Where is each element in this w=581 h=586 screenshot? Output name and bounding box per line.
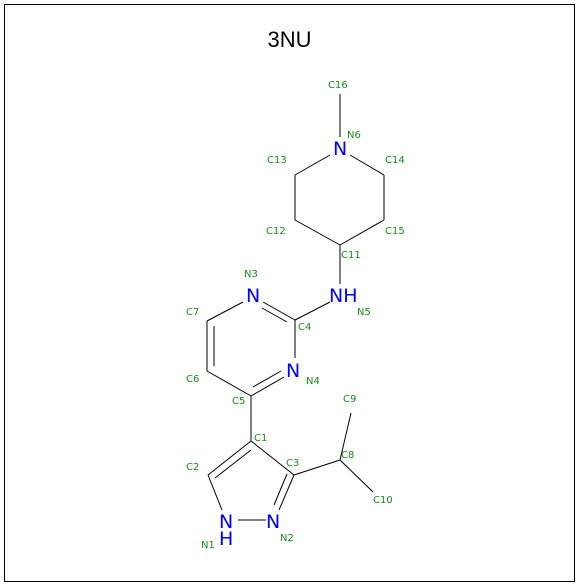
atom-n6: N [333,138,347,160]
label-c7: C7 [186,307,199,318]
bond-c4-n3 [262,301,296,321]
label-c11: C11 [341,250,361,261]
bond-c2-n1 [207,474,223,511]
bond-c12-c11 [294,219,341,246]
atom-n4: N [286,360,300,382]
bond-n2-c3-inner [273,473,288,506]
atom-n2: N [266,511,280,533]
atom-labels: C16 N6 C13 C14 C12 C15 C11 N3 N5 C7 C4 C… [186,80,405,551]
bond-n6-c13 [294,154,331,176]
atom-n5: NH [329,285,358,307]
molecule-title: 3NU [267,27,312,52]
label-c3: C3 [286,458,299,469]
label-c10: C10 [373,495,393,506]
bond-c4-n3-inner [261,307,288,323]
bond-n2-c3 [278,474,295,511]
atom-n3: N [246,285,260,307]
bond-c5-n4 [250,376,285,397]
heteroatoms: N N NH N N H N [219,138,358,550]
label-c6: C6 [186,374,199,385]
label-c5: C5 [232,396,245,407]
bond-c15-c11 [339,219,385,246]
label-c14: C14 [385,155,405,166]
label-c1: C1 [254,433,267,444]
label-c15: C15 [385,226,405,237]
label-c4: C4 [298,322,311,333]
label-n1: N1 [201,540,215,551]
bonds [206,94,385,521]
bond-c1-c2-inner [214,449,252,479]
bond-c1-c2 [207,440,252,476]
atom-n1-h: H [219,528,233,550]
bond-c3-c1 [250,440,295,476]
bond-c8-c10 [339,459,374,493]
bond-c6-c5 [206,370,252,397]
bond-c5-n4-inner [252,370,282,388]
label-n2: N2 [280,533,294,544]
label-c12: C12 [266,226,286,237]
atom-n1: N [219,511,233,533]
label-c8: C8 [341,450,354,461]
label-c13: C13 [267,155,287,166]
bond-n5-c4 [294,301,331,321]
label-n5: N5 [357,307,371,318]
bond-c3-c8 [293,459,341,476]
label-n6: N6 [347,130,361,141]
label-c16: C16 [328,80,348,91]
label-n3: N3 [244,269,258,280]
label-c9: C9 [343,394,356,405]
bond-c8-c9 [339,412,352,461]
label-n4: N4 [306,376,320,387]
bond-n3-c7 [206,301,244,322]
bond-n6-c14 [349,154,385,176]
label-c2: C2 [186,462,199,473]
